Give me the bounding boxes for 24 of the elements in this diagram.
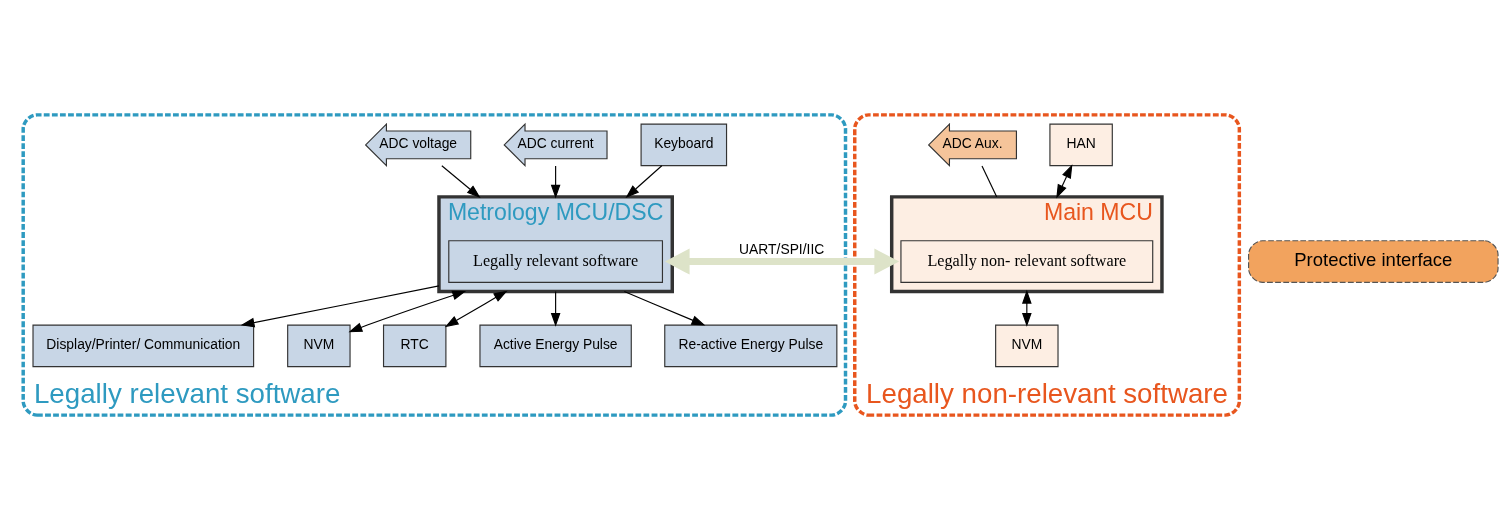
connector (981, 165, 998, 198)
arrow (444, 290, 508, 328)
node-box: Legally relevant software (448, 240, 664, 283)
node-box: NVM (287, 324, 351, 368)
arrow (623, 291, 706, 326)
arrow (240, 285, 440, 328)
arrow (625, 165, 663, 198)
arrow (348, 290, 467, 333)
node-box: RTC (382, 324, 447, 368)
node-box: Keyboard (640, 123, 728, 167)
node-box: Re-active Energy Pulse (664, 324, 838, 368)
edge-label: UART/SPI/IIC (739, 241, 825, 258)
node-box: HAN (1049, 123, 1113, 167)
node-box: Legally non- relevant software (900, 240, 1154, 283)
node-box: NVM (995, 324, 1059, 368)
arrow (1056, 164, 1073, 199)
arrow (550, 291, 561, 327)
arrow (550, 165, 561, 199)
arrow (664, 248, 900, 275)
node-box: Active Energy Pulse (479, 324, 632, 368)
arrow (441, 165, 481, 198)
arrow (1021, 289, 1032, 327)
node-box: Protective interface (1248, 240, 1499, 283)
node-box: Display/Printer/ Communication (32, 324, 255, 368)
